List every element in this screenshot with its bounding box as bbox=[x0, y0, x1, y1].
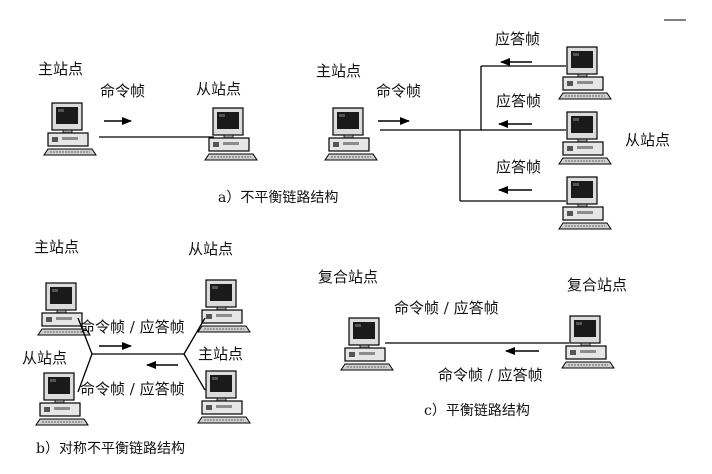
label-a2-response-1: 应答帧 bbox=[495, 30, 541, 48]
label-b-primary-1: 主站点 bbox=[34, 238, 80, 256]
label-c-composite-2: 复合站点 bbox=[567, 276, 628, 294]
computer-icon-b-secondary-1 bbox=[197, 279, 251, 333]
label-a2-primary: 主站点 bbox=[316, 62, 362, 80]
label-a-command: 命令帧 bbox=[100, 82, 146, 100]
label-c-command-response-1: 命令帧 / 应答帧 bbox=[394, 299, 499, 317]
computer-icon-a2-secondary-2 bbox=[558, 111, 612, 165]
computer-icon-c-composite-2 bbox=[561, 315, 615, 369]
computer-icon-a2-secondary-3 bbox=[558, 176, 612, 230]
link-b bbox=[77, 317, 206, 393]
label-a2-secondary: 从站点 bbox=[625, 131, 671, 149]
computer-icon-a2-secondary-1 bbox=[558, 46, 612, 100]
label-a2-command: 命令帧 bbox=[376, 82, 422, 100]
label-b-command-response-1: 命令帧 / 应答帧 bbox=[80, 318, 185, 336]
link-a2 bbox=[380, 65, 566, 202]
computer-icon-a-primary bbox=[43, 102, 97, 156]
computer-icon-a2-primary bbox=[324, 107, 378, 161]
label-c-composite-1: 复合站点 bbox=[318, 268, 379, 286]
computer-icon-b-primary-2 bbox=[197, 370, 251, 424]
caption-a: a）不平衡链路结构 bbox=[218, 190, 339, 206]
computer-icon-a-secondary bbox=[204, 107, 258, 161]
label-b-primary-2: 主站点 bbox=[198, 345, 244, 363]
label-a-secondary: 从站点 bbox=[196, 80, 242, 98]
computer-icon-c-composite-1 bbox=[340, 317, 394, 371]
label-b-secondary-2: 从站点 bbox=[22, 349, 68, 367]
label-a2-response-3: 应答帧 bbox=[496, 158, 542, 176]
caption-b: b）对称不平衡链路结构 bbox=[36, 441, 185, 457]
label-a2-response-2: 应答帧 bbox=[496, 92, 542, 110]
label-b-command-response-2: 命令帧 / 应答帧 bbox=[80, 380, 185, 398]
caption-c: c）平衡链路结构 bbox=[424, 403, 530, 419]
label-a-primary: 主站点 bbox=[38, 60, 84, 78]
label-c-command-response-2: 命令帧 / 应答帧 bbox=[438, 366, 543, 384]
label-b-secondary-1: 从站点 bbox=[188, 240, 234, 258]
